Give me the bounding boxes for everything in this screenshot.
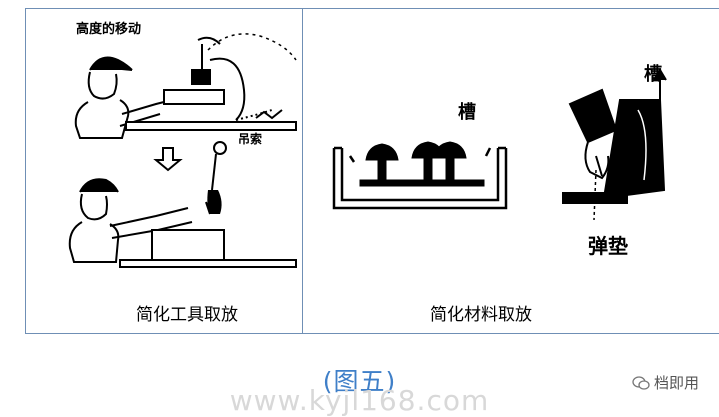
account-badge: 档即用 (632, 372, 699, 393)
spring-washer-label: 弹垫 (588, 234, 628, 258)
groove-label-left: 槽 (458, 102, 476, 123)
right-caption: 简化材料取放 (430, 305, 532, 325)
washer-bin (602, 68, 667, 200)
pulley (213, 141, 227, 155)
lower-workpiece (151, 229, 225, 261)
lower-bench (119, 259, 297, 268)
left-caption: 简化工具取放 (136, 305, 238, 325)
upper-bench (125, 121, 297, 131)
material-handling-illustration (332, 68, 667, 221)
spring-washer (562, 192, 628, 204)
parts-tray (332, 146, 508, 210)
top-label: 高度的移动 (76, 22, 142, 37)
wechat-icon (632, 375, 650, 390)
hand-icon (568, 88, 618, 180)
panel-divider (302, 8, 303, 334)
side-label: 吊索 (238, 132, 263, 146)
site-watermark: www.kyjl168.com (229, 384, 490, 417)
down-arrow (153, 147, 183, 172)
figure-number-label: (图五) (322, 367, 397, 396)
tool-handling-illustration (68, 33, 297, 268)
badge-text: 档即用 (653, 374, 699, 392)
tray-bolts (359, 141, 485, 187)
upper-fixture (163, 44, 283, 121)
